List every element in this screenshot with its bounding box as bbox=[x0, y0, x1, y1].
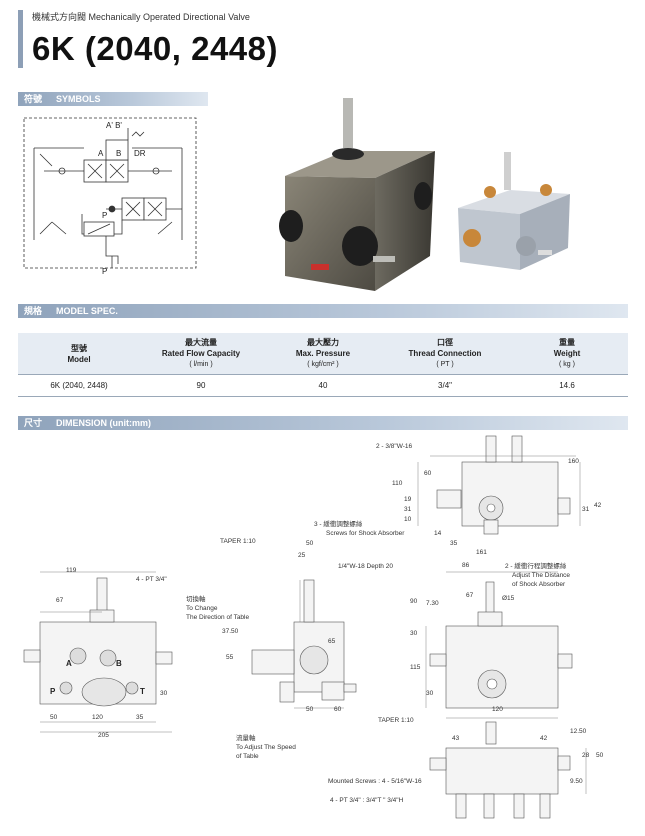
dim-10: 10 bbox=[404, 516, 412, 523]
symbol-label-b: B bbox=[116, 149, 121, 158]
dim-dia: Ø15 bbox=[502, 595, 515, 602]
dim-110: 110 bbox=[392, 480, 403, 487]
note-pt-ports: 4 - PT 3/4" bbox=[136, 576, 167, 583]
cell-model: 6K (2040, 2448) bbox=[18, 374, 140, 397]
product-photo-alt-valve bbox=[458, 152, 570, 270]
dim-65: 65 bbox=[328, 638, 336, 645]
note-pt-bottom: 4 - PT 3/4" : 3/4"T " 3/4"H bbox=[330, 797, 404, 804]
dimension-drawings: A B P T Ø15 bbox=[23, 435, 587, 819]
dim-3750: 37.50 bbox=[222, 628, 239, 635]
note-change-dir-en1: To Change bbox=[186, 605, 218, 612]
dim-160: 160 bbox=[568, 458, 579, 465]
note-change-dir-en2: The Direction of Table bbox=[186, 614, 250, 621]
dim-205: 205 bbox=[98, 732, 109, 739]
note-taper-top: TAPER 1:10 bbox=[220, 538, 256, 545]
note-speed-en1: To Adjust The Speed bbox=[236, 744, 296, 751]
dim-30a: 30 bbox=[160, 690, 168, 697]
dim-50b: 50 bbox=[50, 714, 58, 721]
port-label-p: P bbox=[50, 687, 56, 696]
symbol-label-ab-prime: A' B' bbox=[106, 121, 122, 130]
note-screws-shock: 3 - 緩衝調整螺絲 bbox=[314, 521, 363, 528]
dim-950: 9.50 bbox=[570, 778, 583, 785]
symbol-label-p-bottom: P bbox=[102, 267, 107, 276]
dim-19: 19 bbox=[404, 496, 412, 503]
cell-thread: 3/4" bbox=[384, 374, 506, 397]
note-adjust-dist-en2: of Shock Absorber bbox=[512, 581, 566, 588]
dim-43: 43 bbox=[452, 735, 460, 742]
hydraulic-symbol-diagram: A' B' A B DR P P bbox=[23, 117, 197, 276]
port-label-t: T bbox=[140, 687, 145, 696]
dim-67b: 67 bbox=[466, 592, 474, 599]
dim-30c: 30 bbox=[426, 690, 434, 697]
note-speed-en2: of Table bbox=[236, 753, 259, 760]
note-adjust-dist-en1: Adjust The Distance bbox=[512, 572, 571, 579]
dim-28: 28 bbox=[582, 752, 590, 759]
symbol-label-a: A bbox=[98, 149, 104, 158]
dim-67: 67 bbox=[56, 597, 64, 604]
note-change-dir-zh: 切換軸 bbox=[186, 596, 206, 603]
note-speed-zh: 流量軸 bbox=[236, 735, 256, 742]
product-photo-valve bbox=[279, 98, 435, 291]
dim-31b: 31 bbox=[582, 506, 590, 513]
dim-14: 14 bbox=[434, 530, 442, 537]
dim-60b: 60 bbox=[334, 706, 342, 713]
dim-35b: 35 bbox=[136, 714, 144, 721]
dim-42b: 42 bbox=[540, 735, 548, 742]
port-label-b: B bbox=[116, 659, 122, 668]
dim-60: 60 bbox=[424, 470, 432, 477]
cell-pressure: 40 bbox=[262, 374, 384, 397]
dim-115: 115 bbox=[410, 664, 421, 671]
dim-35a: 35 bbox=[450, 540, 458, 547]
dim-1250: 12.50 bbox=[570, 728, 587, 735]
page-subtitle: 機械式方向閥 Mechanically Operated Directional… bbox=[32, 12, 250, 22]
cell-weight: 14.6 bbox=[506, 374, 628, 397]
note-screws-shock-en: Screws for Shock Absorber bbox=[326, 530, 405, 537]
note-thread-top: 2 - 3/8"W-16 bbox=[376, 443, 413, 450]
dim-50d: 50 bbox=[596, 752, 604, 759]
dim-31a: 31 bbox=[404, 506, 412, 513]
dim-50c: 50 bbox=[306, 706, 314, 713]
drawing-bottom-view bbox=[445, 747, 559, 795]
header-accent-bar bbox=[18, 10, 23, 68]
dim-55: 55 bbox=[226, 654, 234, 661]
dim-730: 7.30 bbox=[426, 600, 439, 607]
note-adjust-dist-zh: 2 - 緩衝行程調整螺絲 bbox=[505, 563, 567, 570]
dim-120b: 120 bbox=[492, 706, 503, 713]
drawing-right-front-view bbox=[445, 625, 559, 709]
note-quarter-w: 1/4"W-18 Depth 20 bbox=[338, 563, 393, 570]
cell-flow: 90 bbox=[140, 374, 262, 397]
dim-120a: 120 bbox=[92, 714, 103, 721]
dim-86: 86 bbox=[462, 562, 470, 569]
note-taper-bottom: TAPER 1:10 bbox=[378, 717, 414, 724]
note-mounted-screws: Mounted Screws : 4 - 5/16"W-16 bbox=[328, 778, 422, 785]
dim-42: 42 bbox=[594, 502, 602, 509]
dim-119: 119 bbox=[66, 567, 77, 574]
page-title: 6K (2040, 2448) bbox=[32, 30, 278, 67]
symbol-label-dr: DR bbox=[134, 149, 146, 158]
table-row: 6K (2040, 2448) 90 40 3/4" 14.6 bbox=[18, 374, 628, 397]
dim-25: 25 bbox=[298, 552, 306, 559]
dim-90: 90 bbox=[410, 598, 418, 605]
dim-30b: 30 bbox=[410, 630, 418, 637]
drawing-top-view bbox=[461, 461, 559, 527]
dim-50a: 50 bbox=[306, 540, 314, 547]
port-label-a: A bbox=[66, 659, 72, 668]
symbol-label-p-top: P bbox=[102, 211, 107, 220]
dim-161: 161 bbox=[476, 549, 487, 556]
